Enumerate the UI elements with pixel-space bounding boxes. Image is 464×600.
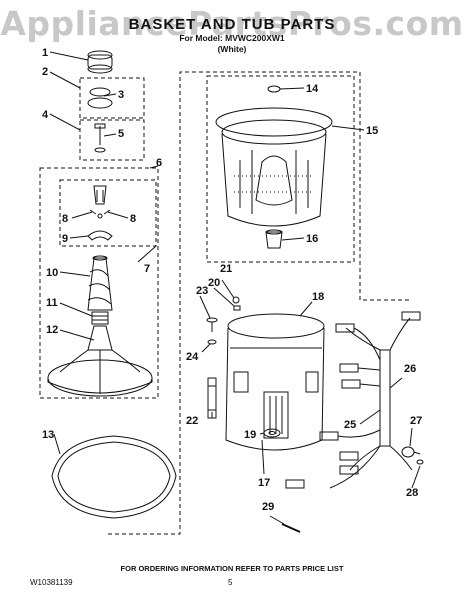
callout-29: 29 bbox=[262, 501, 274, 513]
callout-15: 15 bbox=[366, 125, 378, 137]
callout-9: 9 bbox=[62, 233, 68, 245]
callout-4: 4 bbox=[42, 109, 49, 121]
callout-19: 19 bbox=[244, 429, 256, 441]
group-box-7 bbox=[59, 179, 157, 247]
part-23-grommet bbox=[206, 317, 218, 332]
callout-13: 13 bbox=[42, 429, 54, 441]
callout-11: 11 bbox=[46, 297, 58, 309]
part-8-dogs bbox=[89, 185, 111, 219]
callout-14: 14 bbox=[306, 83, 319, 95]
part-3-ring bbox=[87, 87, 113, 109]
group-box-2 bbox=[79, 77, 145, 119]
part-19-seal bbox=[263, 428, 281, 438]
callout-18: 18 bbox=[312, 291, 324, 303]
group-box-4 bbox=[79, 119, 145, 161]
assembly-outline bbox=[108, 71, 410, 535]
callout-28: 28 bbox=[406, 487, 418, 499]
part-14-nut bbox=[267, 85, 281, 93]
part-16-hub bbox=[265, 229, 283, 249]
callout-23: 23 bbox=[196, 285, 208, 297]
part-24-bushing bbox=[207, 339, 217, 345]
callout-5: 5 bbox=[118, 128, 124, 140]
part-28-clip bbox=[416, 459, 424, 465]
part-9-cam bbox=[87, 230, 113, 241]
callout-12: 12 bbox=[46, 324, 58, 336]
page-number: 5 bbox=[228, 578, 233, 587]
callout-3: 3 bbox=[118, 89, 124, 101]
part-10-auger bbox=[87, 255, 113, 311]
callout-20: 20 bbox=[208, 277, 220, 289]
doc-number: W10381139 bbox=[30, 578, 73, 587]
callout-21: 21 bbox=[220, 263, 232, 275]
part-20-clip bbox=[233, 305, 241, 311]
watermark: AppliancePartsPros.com bbox=[0, 4, 464, 43]
group-box-6 bbox=[39, 167, 159, 399]
part-21-screw bbox=[232, 296, 240, 304]
callout-6: 6 bbox=[156, 157, 162, 169]
callout-22: 22 bbox=[186, 415, 198, 427]
callout-2: 2 bbox=[42, 66, 48, 78]
part-13-ring bbox=[51, 435, 177, 519]
callout-17: 17 bbox=[258, 477, 270, 489]
callout-27: 27 bbox=[410, 415, 422, 427]
page-title: BASKET AND TUB PARTS bbox=[128, 16, 336, 33]
callout-8a: 8 bbox=[62, 213, 68, 225]
callout-24: 24 bbox=[186, 351, 199, 363]
callout-labels: 1 2 3 4 5 6 7 8 8 9 10 11 12 13 14 15 16… bbox=[42, 47, 422, 513]
part-1-cap bbox=[87, 50, 113, 74]
part-11-bearing bbox=[91, 311, 109, 325]
callout-8b: 8 bbox=[130, 213, 136, 225]
callout-7: 7 bbox=[144, 263, 150, 275]
ordering-note: FOR ORDERING INFORMATION REFER TO PARTS … bbox=[120, 564, 344, 573]
color-line: (White) bbox=[217, 44, 247, 54]
callout-1: 1 bbox=[42, 47, 48, 59]
part-25-harness bbox=[285, 311, 421, 489]
part-29-screw bbox=[281, 523, 301, 533]
callout-10: 10 bbox=[46, 267, 58, 279]
part-27-sensor bbox=[401, 446, 421, 458]
callout-25: 25 bbox=[344, 419, 356, 431]
callout-26: 26 bbox=[404, 363, 416, 375]
part-15-basket bbox=[215, 107, 333, 227]
model-line: For Model: MVWC200XW1 bbox=[179, 33, 285, 43]
part-5-bolt bbox=[94, 123, 106, 153]
part-12-base bbox=[47, 325, 153, 397]
callout-16: 16 bbox=[306, 233, 318, 245]
part-18-tub bbox=[225, 313, 325, 451]
group-box-15 bbox=[206, 75, 355, 263]
leader-lines bbox=[49, 51, 421, 525]
